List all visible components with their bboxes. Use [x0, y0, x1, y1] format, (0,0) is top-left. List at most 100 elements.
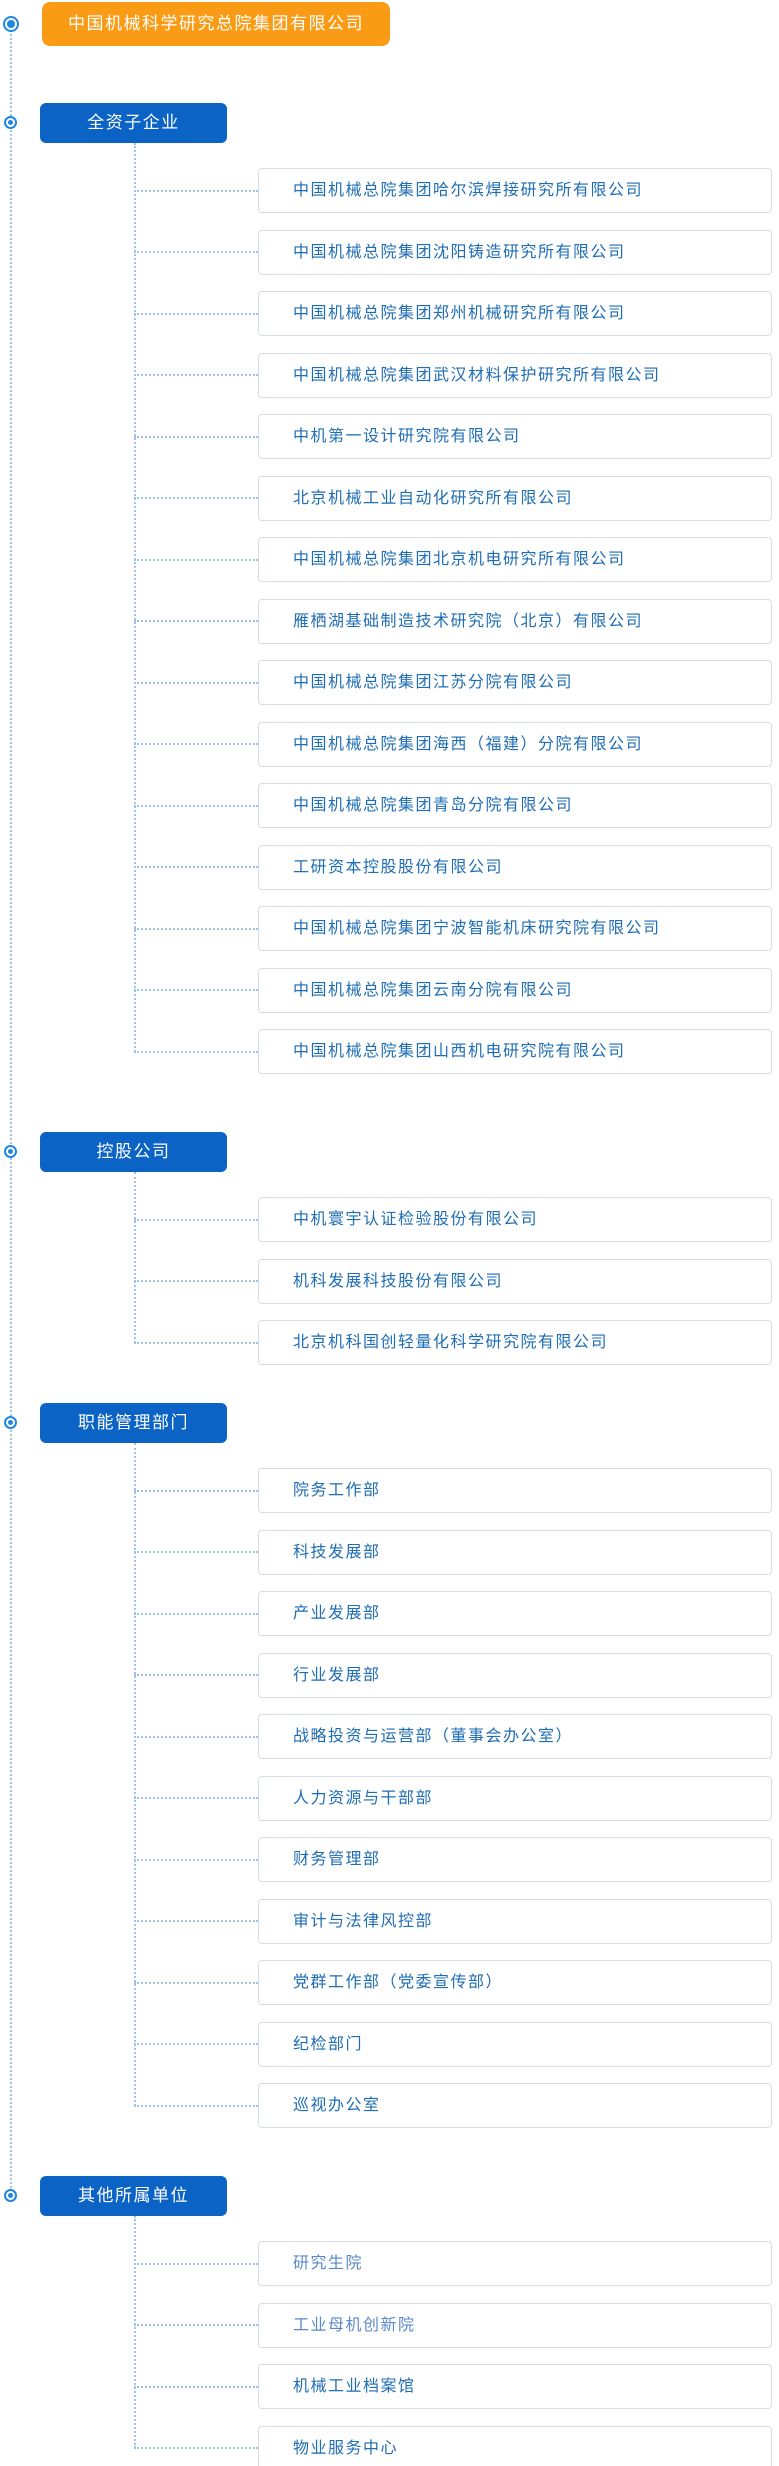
section-header-label: 全资子企业 — [87, 113, 180, 132]
org-unit-item[interactable]: 中国机械总院集团山西机电研究院有限公司 — [258, 1029, 772, 1074]
org-unit-item[interactable]: 中国机械总院集团郑州机械研究所有限公司 — [258, 291, 772, 336]
org-unit-item[interactable]: 工业母机创新院 — [258, 2302, 772, 2348]
spine-connector-line — [10, 30, 12, 2196]
item-connector-line — [134, 435, 258, 438]
org-unit-label: 纪检部门 — [293, 2035, 364, 2053]
org-unit-item[interactable]: 审计与法律风控部 — [258, 1898, 772, 1944]
org-unit-label: 巡视办公室 — [293, 2097, 381, 2114]
section-header-label: 控股公司 — [96, 1142, 171, 1161]
section-node-toggle-icon[interactable] — [4, 1145, 17, 1158]
section-connector-line — [134, 143, 136, 1052]
org-unit-item[interactable]: 中国机械总院集团北京机电研究所有限公司 — [258, 537, 772, 582]
org-unit-item[interactable]: 中国机械总院集团云南分院有限公司 — [258, 967, 772, 1013]
org-unit-label: 北京机科国创轻量化科学研究院有限公司 — [293, 1334, 609, 1351]
item-connector-line — [134, 927, 258, 930]
org-unit-label: 中国机械总院集团江苏分院有限公司 — [293, 674, 574, 691]
org-unit-item[interactable]: 雁栖湖基础制造技术研究院（北京）有限公司 — [258, 598, 772, 644]
section-connector-line — [134, 1443, 136, 2106]
item-connector-line — [134, 989, 258, 991]
org-unit-label: 物业服务中心 — [293, 2439, 399, 2457]
item-connector-line — [134, 1551, 258, 1553]
item-connector-line — [134, 1735, 258, 1738]
org-unit-label: 科技发展部 — [293, 1543, 381, 1561]
org-unit-label: 中国机械总院集团宁波智能机床研究院有限公司 — [293, 920, 661, 937]
item-connector-line — [134, 1858, 258, 1861]
org-unit-item[interactable]: 人力资源与干部部 — [258, 1775, 772, 1821]
item-connector-line — [134, 743, 258, 745]
org-unit-item[interactable]: 巡视办公室 — [258, 2083, 772, 2128]
org-unit-item[interactable]: 行业发展部 — [258, 1652, 772, 1698]
org-unit-label: 党群工作部（党委宣传部） — [293, 1974, 504, 1991]
org-unit-label: 工研资本控股股份有限公司 — [293, 858, 504, 876]
org-unit-item[interactable]: 科技发展部 — [258, 1529, 772, 1575]
section-header[interactable]: 其他所属单位 — [40, 2176, 227, 2216]
org-unit-item[interactable]: 党群工作部（党委宣传部） — [258, 1960, 772, 2005]
section-header[interactable]: 职能管理部门 — [40, 1403, 227, 1443]
org-unit-item[interactable]: 产业发展部 — [258, 1591, 772, 1636]
org-unit-item[interactable]: 工研资本控股股份有限公司 — [258, 844, 772, 890]
section-node-toggle-icon[interactable] — [4, 1416, 17, 1429]
item-connector-line — [134, 804, 258, 807]
org-unit-item[interactable]: 纪检部门 — [258, 2021, 772, 2067]
org-unit-label: 财务管理部 — [293, 1851, 381, 1868]
org-unit-item[interactable]: 战略投资与运营部（董事会办公室） — [258, 1714, 772, 1759]
org-unit-label: 研究生院 — [293, 2255, 364, 2272]
org-unit-label: 中国机械总院集团北京机电研究所有限公司 — [293, 551, 626, 568]
root-node-label: 中国机械科学研究总院集团有限公司 — [68, 14, 364, 33]
org-unit-item[interactable]: 中机第一设计研究院有限公司 — [258, 414, 772, 459]
item-connector-line — [134, 374, 258, 376]
org-unit-item[interactable]: 中国机械总院集团沈阳铸造研究所有限公司 — [258, 229, 772, 275]
root-node[interactable]: 中国机械科学研究总院集团有限公司 — [42, 2, 390, 46]
item-connector-line — [134, 1218, 258, 1221]
org-unit-item[interactable]: 中国机械总院集团宁波智能机床研究院有限公司 — [258, 906, 772, 951]
item-connector-line — [134, 1489, 258, 1492]
item-connector-line — [134, 251, 258, 253]
org-unit-item[interactable]: 北京机科国创轻量化科学研究院有限公司 — [258, 1320, 772, 1365]
org-unit-label: 中国机械总院集团云南分院有限公司 — [293, 981, 574, 999]
item-connector-line — [134, 2043, 258, 2045]
org-unit-item[interactable]: 院务工作部 — [258, 1468, 772, 1513]
org-unit-label: 院务工作部 — [293, 1482, 381, 1499]
org-unit-item[interactable]: 研究生院 — [258, 2241, 772, 2286]
root-node-toggle-icon[interactable] — [3, 16, 19, 32]
section-connector-line — [134, 1172, 136, 1343]
org-unit-item[interactable]: 机科发展科技股份有限公司 — [258, 1258, 772, 1304]
org-unit-label: 中国机械总院集团沈阳铸造研究所有限公司 — [293, 243, 626, 261]
item-connector-line — [134, 1280, 258, 1282]
item-connector-line — [134, 1981, 258, 1984]
org-unit-label: 行业发展部 — [293, 1666, 381, 1684]
org-unit-item[interactable]: 中国机械总院集团江苏分院有限公司 — [258, 660, 772, 705]
org-unit-item[interactable]: 物业服务中心 — [258, 2425, 772, 2466]
section-connector-line — [134, 2216, 136, 2448]
item-connector-line — [134, 1797, 258, 1799]
org-unit-item[interactable]: 中国机械总院集团哈尔滨焊接研究所有限公司 — [258, 168, 772, 213]
org-unit-label: 中国机械总院集团郑州机械研究所有限公司 — [293, 305, 626, 322]
section-header-label: 其他所属单位 — [78, 2186, 189, 2205]
org-unit-item[interactable]: 中国机械总院集团海西（福建）分院有限公司 — [258, 721, 772, 767]
org-unit-label: 中国机械总院集团武汉材料保护研究所有限公司 — [293, 366, 661, 384]
item-connector-line — [134, 1050, 258, 1053]
section-header[interactable]: 全资子企业 — [40, 103, 227, 143]
org-unit-label: 中国机械总院集团哈尔滨焊接研究所有限公司 — [293, 182, 644, 199]
item-connector-line — [134, 866, 258, 868]
item-connector-line — [134, 2447, 258, 2449]
org-unit-item[interactable]: 财务管理部 — [258, 1837, 772, 1882]
item-connector-line — [134, 1674, 258, 1676]
org-unit-label: 中国机械总院集团青岛分院有限公司 — [293, 797, 574, 814]
item-connector-line — [134, 2324, 258, 2326]
section-node-toggle-icon[interactable] — [4, 116, 17, 129]
org-unit-item[interactable]: 中国机械总院集团青岛分院有限公司 — [258, 783, 772, 828]
item-connector-line — [134, 189, 258, 192]
org-unit-item[interactable]: 中国机械总院集团武汉材料保护研究所有限公司 — [258, 352, 772, 398]
section-node-toggle-icon[interactable] — [4, 2189, 17, 2202]
org-unit-item[interactable]: 中机寰宇认证检验股份有限公司 — [258, 1197, 772, 1242]
org-unit-item[interactable]: 机械工业档案馆 — [258, 2364, 772, 2409]
section-header[interactable]: 控股公司 — [40, 1132, 227, 1172]
item-connector-line — [134, 1341, 258, 1344]
org-unit-label: 人力资源与干部部 — [293, 1789, 434, 1807]
item-connector-line — [134, 2262, 258, 2265]
org-unit-label: 工业母机创新院 — [293, 2316, 416, 2334]
org-unit-item[interactable]: 北京机械工业自动化研究所有限公司 — [258, 475, 772, 521]
org-unit-label: 中国机械总院集团山西机电研究院有限公司 — [293, 1043, 626, 1060]
